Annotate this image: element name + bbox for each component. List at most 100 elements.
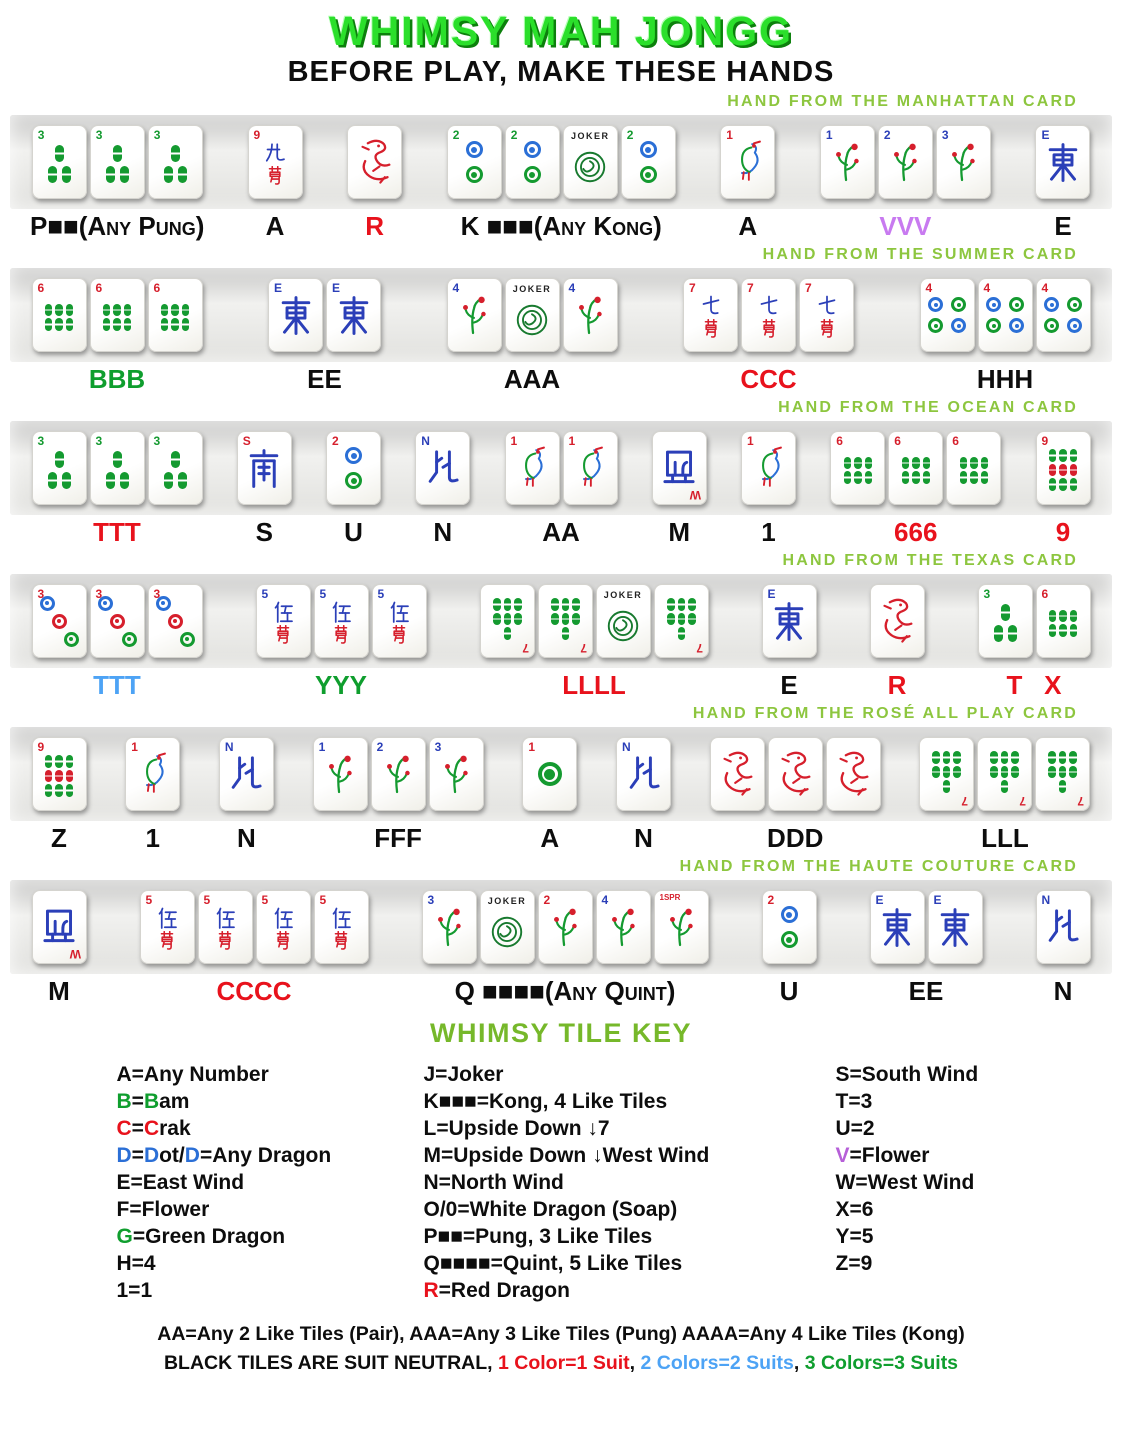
key-entry-segment: = [131,1117,144,1140]
c5-character [158,907,177,929]
tile-crak-5: 5 [371,584,427,658]
tile-bam-9: 9 [31,737,87,811]
flower-art [937,126,990,198]
bamboo-sticks [102,303,132,331]
tile-corner-index: 6 [153,281,161,295]
key-entry-segment: K■■■=Kong, 4 Like Tiles [423,1090,668,1113]
tile-face: E [871,891,924,963]
key-entry-segment: B [143,1090,160,1113]
bamboo-stick [1069,478,1078,491]
bamboo-stick [47,472,57,489]
bamboo-stick [112,145,122,162]
tile-corner-index: 9 [37,740,45,754]
bamboo-row [843,456,872,469]
key-entry: S=South Wind [836,1061,1006,1088]
card-source-label: HAND FROM THE SUMMER CARD [762,246,1078,263]
tile-face: 5 [257,891,310,963]
bamboo-row [1048,624,1078,637]
bamboo-row [677,627,685,640]
key-entry-segment: Y=5 [835,1225,874,1248]
footnote-segment: 3 Colors=3 Suits [804,1352,959,1374]
tile-face: 3 [423,891,476,963]
c5-character [216,907,235,929]
key-entry: F=Flower [117,1196,372,1223]
tile-face: 1SPR [655,891,708,963]
bamboo-stick [1048,478,1057,491]
tile-flower: 3 [421,890,477,964]
tile-face: N [220,738,273,810]
bamboo-stick [943,765,951,779]
tile-face: 1 [126,738,179,810]
tile-crak-5: 5 [313,890,369,964]
bamboo-row [1000,604,1010,621]
dot-art [921,279,974,351]
bamboo-stick [47,166,57,183]
tile-face: 7 [800,279,853,351]
tile-face: 6 [33,279,86,351]
bam-art [742,432,795,504]
tile-bam-6: 6 [147,278,203,352]
E-character [940,907,970,947]
key-entry: Z=9 [836,1250,1006,1277]
tile-dot-2: 2 [504,125,560,199]
tile-corner-index: 3 [983,587,991,601]
tile-corner-index: 7 [747,281,754,295]
footnote-segment: , [629,1352,641,1374]
tile-face: 1 [506,432,559,504]
bamboo-row [112,451,122,468]
tile-joker: JOKER [595,584,651,658]
group-label: 1 [145,823,160,853]
flower-art [597,891,650,963]
tile-crak-7: 7 [799,278,854,352]
key-entry: E=East Wind [117,1169,372,1196]
bamboo-stick [44,784,53,797]
S-character [249,448,279,488]
bamboo-stick [571,612,580,626]
tile-corner-index: 3 [941,128,949,142]
tile-flower: 4 [562,278,618,352]
bamboo-stick [163,472,173,489]
bamboo-stick [119,166,129,183]
tile-corner-index: 3 [153,434,161,448]
tile-bam-7-flipped: 7 [537,584,593,658]
c7-character [760,295,777,314]
bamboo-stick [65,303,74,316]
key-entry-segment: H=4 [116,1252,156,1275]
key-entry-segment: R [423,1279,439,1302]
key-entry-segment: S=South Wind [835,1063,979,1086]
tile-face: 3 [149,432,202,504]
tile-cluster: 2 [760,880,818,974]
dot-circle [121,631,137,647]
tile-face: 5 [141,891,194,963]
bamboo-row [44,755,74,768]
bamboo-row [163,166,187,183]
tile-corner-index: 7 [805,281,812,295]
tile-bam-9: 9 [1035,431,1091,505]
bamboo-stick [181,318,190,331]
footnote-pair-pung-kong: AA=Any 2 Like Tiles (Pair), AAA=Any 3 Li… [157,1323,965,1345]
bamboo-row [47,166,71,183]
tile-dragon [709,737,765,811]
tile-bam-3: 3 [89,125,145,199]
tile-joker: JOKER [504,278,560,352]
flower-plant-icon [438,908,461,947]
tile-cluster [708,727,882,821]
group-label: LLLL [562,670,626,700]
wind-art [1037,891,1090,963]
dot-circle [345,472,362,489]
dot-circles [155,595,195,647]
tile-face: 6 [1037,585,1090,657]
card-source-label: HAND FROM THE MANHATTAN CARD [727,93,1078,110]
bam-art [91,432,144,504]
tile-cluster: 1 [521,727,579,821]
tile-wind-W-flipped: W [31,890,87,964]
E-character [339,295,368,335]
